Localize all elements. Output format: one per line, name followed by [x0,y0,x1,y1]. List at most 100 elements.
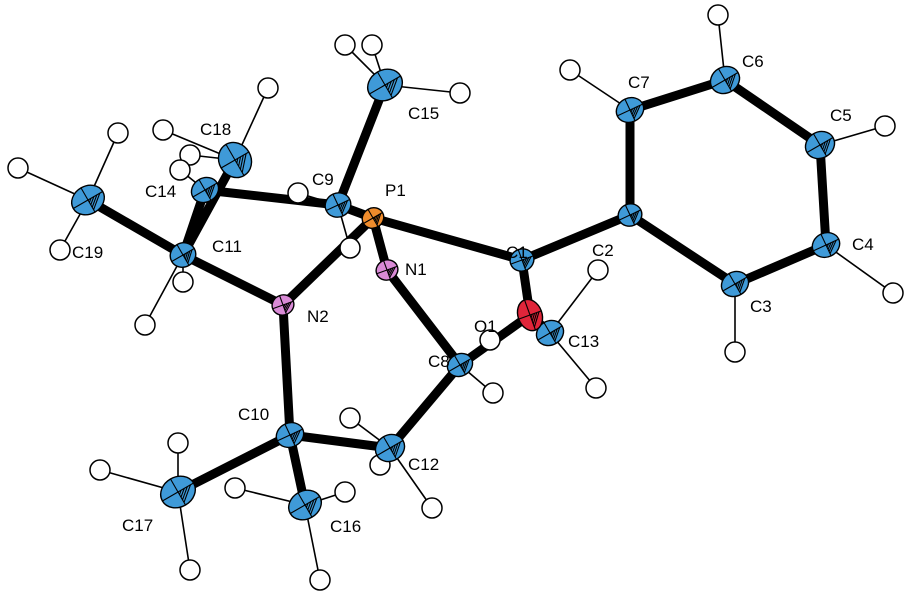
hydrogen-atom-0 [559,59,581,81]
atom-label-c10: C10 [238,405,269,424]
bond-c11-c19 [83,195,188,260]
bond-c9-c14 [200,185,343,210]
atom-ellipsoid-c15 [367,68,403,102]
hydrogen-atom-5 [482,382,504,404]
atom-label-c6: C6 [742,52,764,71]
hydrogen-atom-15 [7,157,29,179]
atom-label-c4: C4 [852,235,874,254]
hydrogen-atom-21 [257,77,279,99]
atom-label-c9: C9 [312,170,334,189]
atom-label-c7: C7 [628,73,650,92]
atom-label-c12: C12 [408,455,439,474]
atom-ellipsoid-c2 [617,203,643,227]
atom-ellipsoid-c7 [615,96,645,124]
atom-label-o1: O1 [474,317,497,336]
atom-label-c18: C18 [200,120,231,139]
atom-label-c5: C5 [830,106,852,125]
bond-n2-c10 [278,300,295,440]
atom-label-p1: P1 [385,181,406,200]
hydrogen-atom-19 [172,271,194,293]
hydrogen-atom-31 [334,481,356,503]
atom-ellipsoid-c6 [709,65,741,95]
hydrogen-atom-8 [585,377,607,399]
hydrogen-atom-30 [309,569,331,591]
atom-label-c8: C8 [428,352,450,371]
hydrogen-atom-3 [882,282,904,304]
atom-ellipsoid-n2 [271,294,295,316]
atom-label-c14: C14 [145,182,176,201]
hydrogen-atom-17 [49,239,71,261]
atom-label-c13: C13 [568,332,599,351]
bond-c5-c6 [720,75,825,150]
atom-ellipsoid-c5 [804,130,836,160]
hydrogen-atom-1 [707,4,729,26]
atom-ellipsoid-o1 [516,298,544,332]
hydrogen-atom-6 [479,329,501,351]
atom-label-c11: C11 [212,237,242,256]
hydrogen-atom-11 [421,497,443,519]
bond-c12-c10 [285,430,395,453]
atom-ellipsoid-p1 [361,207,385,229]
hydrogen-atom-4 [724,341,746,363]
hydrogen-atom-14 [449,82,471,104]
bond-c2-c3 [625,210,740,289]
hydrogen-atom-18 [134,314,156,336]
atom-label-c19: C19 [72,243,103,262]
atom-ellipsoid-c19 [70,184,106,216]
hydrogen-atom-26 [89,459,111,481]
atom-ellipsoid-c13 [535,319,565,347]
atom-label-c3: C3 [750,297,772,316]
hydrogen-atom-20 [152,119,174,141]
hydrogen-atom-22 [179,144,201,166]
atom-ellipsoid-c11 [169,242,197,268]
atom-ellipsoid-n1 [375,259,399,281]
atom-label-n2: N2 [307,307,329,326]
atom-ellipsoid-c3 [720,270,750,298]
hydrogen-atom-29 [224,477,246,499]
atom-ellipsoid-c12 [374,433,406,463]
bond-p1-n2 [278,213,378,310]
hydrogen-atom-23 [169,159,191,181]
bond-c6-c7 [625,75,730,115]
bond-c9-c15 [333,80,390,210]
atom-ellipsoid-c17 [160,475,196,509]
atom-label-c16: C16 [330,517,361,536]
atom-ellipsoid-c9 [324,192,352,218]
atom-label-n1: N1 [405,260,427,279]
bond-c10-c17 [173,430,295,497]
atom-ellipsoid-c8 [446,352,474,378]
hydrogen-atom-12 [334,34,356,56]
hydrogen-atom-25 [339,237,361,259]
hydrogen-atom-28 [179,559,201,581]
atom-ellipsoid-c1 [509,248,535,272]
heavy-atom-bonds [83,75,831,510]
hydrogen-atom-2 [874,115,896,137]
bond-p1-c1 [368,213,527,265]
hydrogen-atom-27 [167,432,189,454]
atom-ellipsoid-c18 [217,141,253,179]
h-bond-c4-3 [825,244,894,294]
bond-c3-c4 [730,240,831,289]
hydrogen-atom-9 [339,407,361,429]
atom-label-c15: C15 [408,104,439,123]
bond-c8-c12 [385,360,465,453]
bond-c1-c2 [517,210,635,265]
bond-c4-c5 [815,140,831,250]
atom-label-c1: C1 [506,243,528,262]
hydrogen-atoms [7,4,904,591]
hydrogen-atom-24 [287,182,309,204]
atom-ellipsoid-c4 [811,231,841,259]
hydrogen-atom-7 [587,259,609,281]
hydrogen-atom-16 [107,122,129,144]
bond-n1-c8 [382,265,465,370]
hydrogen-atom-13 [361,34,383,56]
bond-n2-c11 [178,250,288,310]
atom-label-c17: C17 [122,516,153,535]
atom-ellipsoid-c10 [275,421,305,449]
atom-ellipsoid-c16 [287,489,323,521]
atom-label-c2: C2 [592,241,614,260]
heavy-atoms [70,65,841,521]
